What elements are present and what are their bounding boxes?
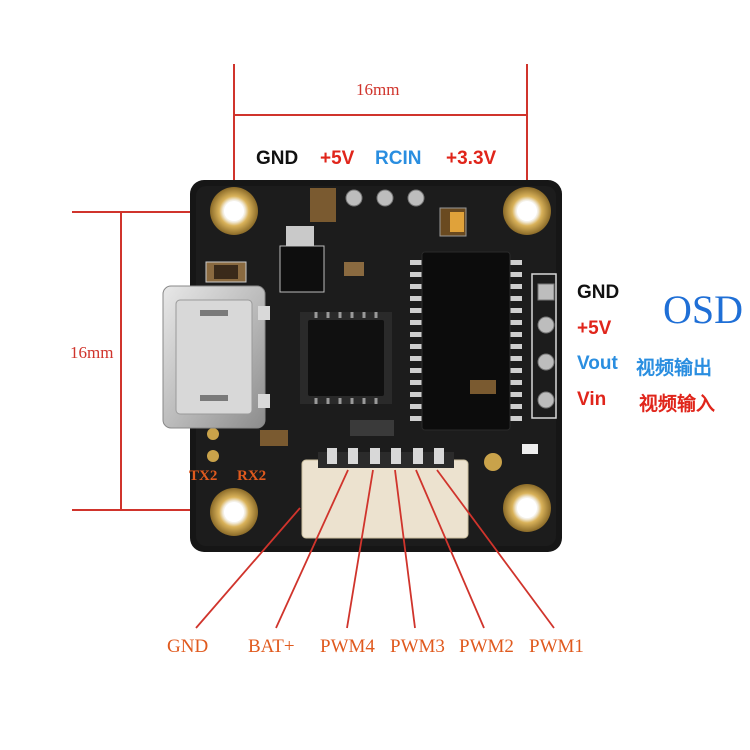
bottom-pin-bat: BAT+	[248, 636, 295, 657]
top-pin-rcin: RCIN	[375, 148, 422, 169]
uart-rx2: RX2	[237, 468, 267, 484]
top-pin-gnd: GND	[256, 148, 299, 169]
osd-label: OSD	[663, 287, 744, 332]
smd-components	[205, 188, 538, 471]
side-pin-5v: +5V	[577, 318, 612, 339]
bottom-pin-pwm2: PWM2	[459, 636, 514, 657]
mcu-chip	[300, 312, 392, 404]
bottom-pin-gnd: GND	[167, 636, 209, 657]
dimension-lines	[72, 64, 528, 511]
pin-leader-lines	[195, 469, 555, 629]
side-pin-vout: Vout	[577, 353, 618, 374]
side-pin-vout-note: 视频输出	[636, 358, 713, 379]
osd-chip	[410, 251, 522, 431]
dimension-vertical: 16mm	[70, 343, 114, 362]
side-header-pads	[537, 283, 555, 409]
bottom-pin-pwm4: PWM4	[320, 636, 375, 657]
side-pin-gnd: GND	[577, 282, 620, 303]
bottom-pin-pwm3: PWM3	[390, 636, 445, 657]
micro-usb-connector	[162, 285, 270, 429]
top-pin-3v3: +3.3V	[446, 148, 497, 169]
bottom-pin-pwm1: PWM1	[529, 636, 584, 657]
uart-tx2: TX2	[189, 468, 218, 484]
mounting-pads	[210, 187, 551, 536]
side-pin-vin: Vin	[577, 389, 607, 410]
top-pin-5v: +5V	[320, 148, 355, 169]
side-pin-vin-note: 视频输入	[639, 394, 716, 415]
dimension-horizontal: 16mm	[356, 80, 400, 99]
jst-connector	[301, 448, 469, 539]
